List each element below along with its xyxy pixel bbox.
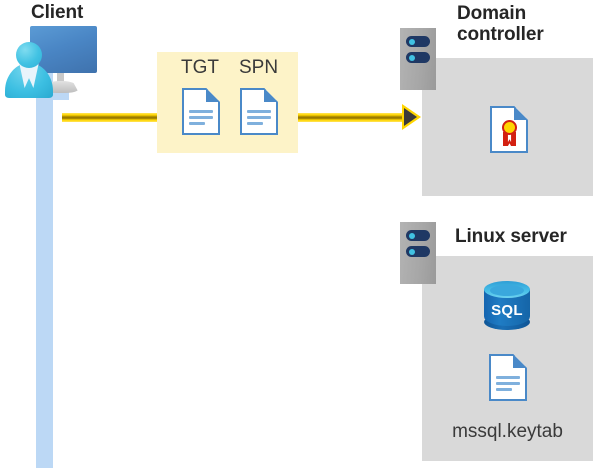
document-text-line xyxy=(189,110,213,113)
domain-controller-title-line2: controller xyxy=(457,24,544,46)
tgt-label: TGT xyxy=(181,57,219,78)
document-text-line xyxy=(189,122,205,125)
server-bay xyxy=(406,230,430,241)
document-text-line xyxy=(247,122,263,125)
spn-document-icon xyxy=(240,88,278,135)
domain-controller-title: Domain controller xyxy=(457,3,597,46)
keytab-filename-caption: mssql.keytab xyxy=(452,421,563,442)
monitor-neck-icon xyxy=(57,73,64,83)
server-led-icon xyxy=(409,38,415,45)
keytab-document-icon xyxy=(489,354,527,401)
client-user-monitor-icon xyxy=(5,26,97,100)
client-lifeline xyxy=(36,70,53,468)
database-cylinder-top xyxy=(484,281,530,298)
document-text-line xyxy=(247,116,271,119)
linux-server-title: Linux server xyxy=(455,226,567,247)
linux-server-icon xyxy=(400,222,436,284)
request-arrow-head-icon xyxy=(404,108,417,126)
server-bay xyxy=(406,52,430,63)
document-fold xyxy=(514,106,528,120)
spn-label: SPN xyxy=(239,57,279,78)
document-text-line xyxy=(496,382,520,385)
person-head-icon xyxy=(16,42,42,68)
document-text-line xyxy=(189,116,213,119)
client-title: Client xyxy=(31,2,84,23)
server-led-icon xyxy=(409,232,415,239)
certificate-seal-icon xyxy=(502,120,517,135)
database-cylinder-top-inner xyxy=(490,285,524,296)
certificate-document-icon xyxy=(490,106,528,153)
domain-controller-server-icon xyxy=(400,28,436,90)
server-bay xyxy=(406,246,430,257)
document-text-line xyxy=(247,110,271,113)
server-bay xyxy=(406,36,430,47)
sql-database-icon: SQL xyxy=(484,280,530,334)
document-fold xyxy=(513,354,527,368)
document-text-line xyxy=(496,376,520,379)
tgt-document-icon xyxy=(182,88,220,135)
person-collar-icon xyxy=(19,62,39,88)
domain-controller-title-line1: Domain xyxy=(457,3,527,24)
server-led-icon xyxy=(409,248,415,255)
server-led-icon xyxy=(409,54,415,61)
sql-label: SQL xyxy=(491,302,523,319)
document-text-line xyxy=(496,388,512,391)
